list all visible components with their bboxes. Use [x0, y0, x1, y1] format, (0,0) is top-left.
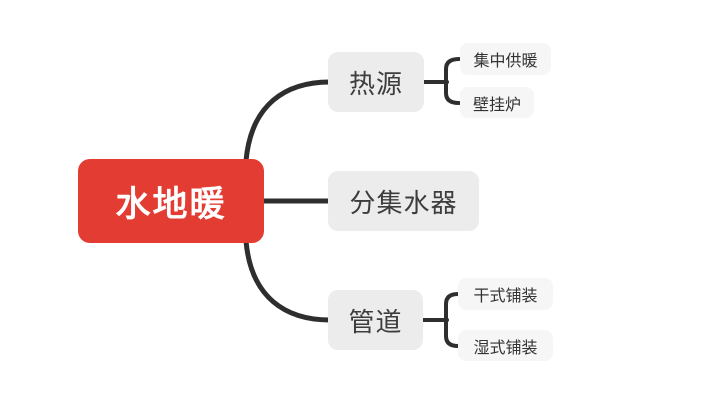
- node-wall-hung-boiler-label: 壁挂炉: [472, 96, 521, 114]
- node-dry-installation[interactable]: 干式铺装: [458, 278, 553, 310]
- node-wall-hung-boiler[interactable]: 壁挂炉: [460, 87, 534, 118]
- node-wet-installation-label: 湿式铺装: [473, 339, 538, 357]
- node-manifold-label: 分集水器: [349, 187, 458, 218]
- node-wet-installation[interactable]: 湿式铺装: [458, 330, 553, 361]
- node-dry-installation-label: 干式铺装: [473, 288, 538, 305]
- connector-pipes-bracket: [444, 292, 460, 348]
- connector-heat-source-bracket: [444, 57, 461, 105]
- node-pipes-label: 管道: [348, 306, 403, 337]
- node-root[interactable]: 水地暖: [78, 159, 264, 243]
- connector-root-to-pipes: [243, 238, 333, 323]
- node-central-heating[interactable]: 集中供暖: [460, 43, 551, 75]
- node-heat-source[interactable]: 热源: [328, 52, 424, 112]
- node-manifold[interactable]: 分集水器: [328, 171, 479, 231]
- node-central-heating-label: 集中供暖: [473, 53, 538, 70]
- node-pipes[interactable]: 管道: [328, 290, 423, 350]
- connector-root-to-heat-source: [243, 79, 333, 164]
- node-root-label: 水地暖: [115, 184, 227, 224]
- node-heat-source-label: 热源: [348, 68, 403, 99]
